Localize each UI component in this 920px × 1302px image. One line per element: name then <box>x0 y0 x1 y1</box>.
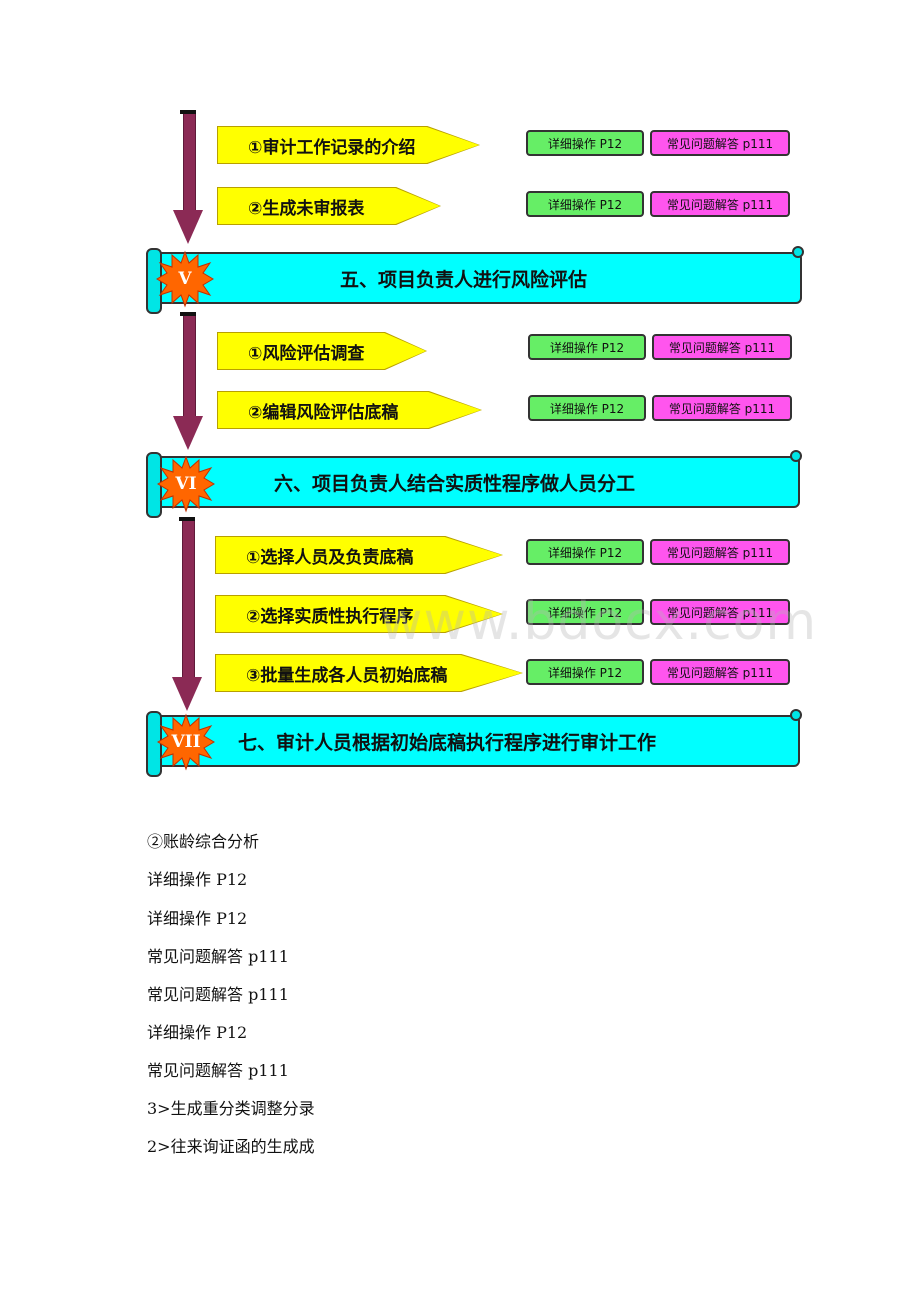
faq-button[interactable]: 常见问题解答 p111 <box>650 539 790 565</box>
step-label: ②选择实质性执行程序 <box>246 606 414 627</box>
text-line: 2>往来询证函的生成成 <box>147 1137 315 1156</box>
faq-button[interactable]: 常见问题解答 p111 <box>652 334 792 360</box>
detail-button[interactable]: 详细操作 P12 <box>526 191 644 217</box>
step-select-substantive-procedures: ②选择实质性执行程序 <box>216 596 502 632</box>
step-generate-unaudited-report: ②生成未审报表 <box>218 188 440 224</box>
roman-numeral: V <box>178 269 192 289</box>
step-audit-record-intro: ①审计工作记录的介绍 <box>218 127 479 163</box>
faq-button[interactable]: 常见问题解答 p111 <box>650 191 790 217</box>
section-banner-v: 五、项目负责人进行风险评估 <box>146 246 804 314</box>
banner-title: 六、项目负责人结合实质性程序做人员分工 <box>274 472 636 495</box>
faq-button[interactable]: 常见问题解答 p111 <box>650 659 790 685</box>
section-banner-vii: 七、审计人员根据初始底稿执行程序进行审计工作 <box>146 709 802 777</box>
detail-button[interactable]: 详细操作 P12 <box>528 395 646 421</box>
roman-numeral-burst-icon: V <box>156 250 214 308</box>
text-line: 详细操作 P12 <box>147 870 248 889</box>
detail-button[interactable]: 详细操作 P12 <box>528 334 646 360</box>
detail-button[interactable]: 详细操作 P12 <box>526 130 644 156</box>
text-line: 详细操作 P12 <box>147 909 248 928</box>
faq-button[interactable]: 常见问题解答 p111 <box>650 599 790 625</box>
roman-numeral-burst-icon: VI <box>157 455 215 513</box>
detail-button[interactable]: 详细操作 P12 <box>526 599 644 625</box>
step-batch-generate-drafts: ③批量生成各人员初始底稿 <box>216 655 522 691</box>
text-line: 3>生成重分类调整分录 <box>147 1099 315 1118</box>
text-line: ②账龄综合分析 <box>147 832 260 851</box>
detail-button[interactable]: 详细操作 P12 <box>526 659 644 685</box>
step-label: ③批量生成各人员初始底稿 <box>246 665 448 686</box>
step-label: ①选择人员及负责底稿 <box>246 547 414 568</box>
faq-button[interactable]: 常见问题解答 p111 <box>650 130 790 156</box>
step-risk-assessment-survey: ①风险评估调查 <box>218 333 426 369</box>
step-select-personnel: ①选择人员及负责底稿 <box>216 537 502 573</box>
text-line: 常见问题解答 p111 <box>147 947 289 966</box>
banner-title: 五、项目负责人进行风险评估 <box>340 268 588 291</box>
text-line: 详细操作 P12 <box>147 1023 248 1042</box>
text-line: 常见问题解答 p111 <box>147 985 289 1004</box>
watermark: www.bdocx.com <box>380 592 818 652</box>
step-label: ②编辑风险评估底稿 <box>248 402 399 423</box>
section-banner-vi: 六、项目负责人结合实质性程序做人员分工 <box>146 450 802 518</box>
roman-numeral-burst-icon: VII <box>157 713 215 771</box>
step-label: ①审计工作记录的介绍 <box>248 137 416 158</box>
banner-title: 七、审计人员根据初始底稿执行程序进行审计工作 <box>238 731 657 754</box>
step-edit-risk-assessment: ②编辑风险评估底稿 <box>218 392 481 428</box>
step-label: ①风险评估调查 <box>248 343 365 364</box>
text-line: 常见问题解答 p111 <box>147 1061 289 1080</box>
faq-button[interactable]: 常见问题解答 p111 <box>652 395 792 421</box>
step-label: ②生成未审报表 <box>248 198 365 219</box>
roman-numeral: VII <box>171 732 201 752</box>
roman-numeral: VI <box>175 474 197 494</box>
detail-button[interactable]: 详细操作 P12 <box>526 539 644 565</box>
